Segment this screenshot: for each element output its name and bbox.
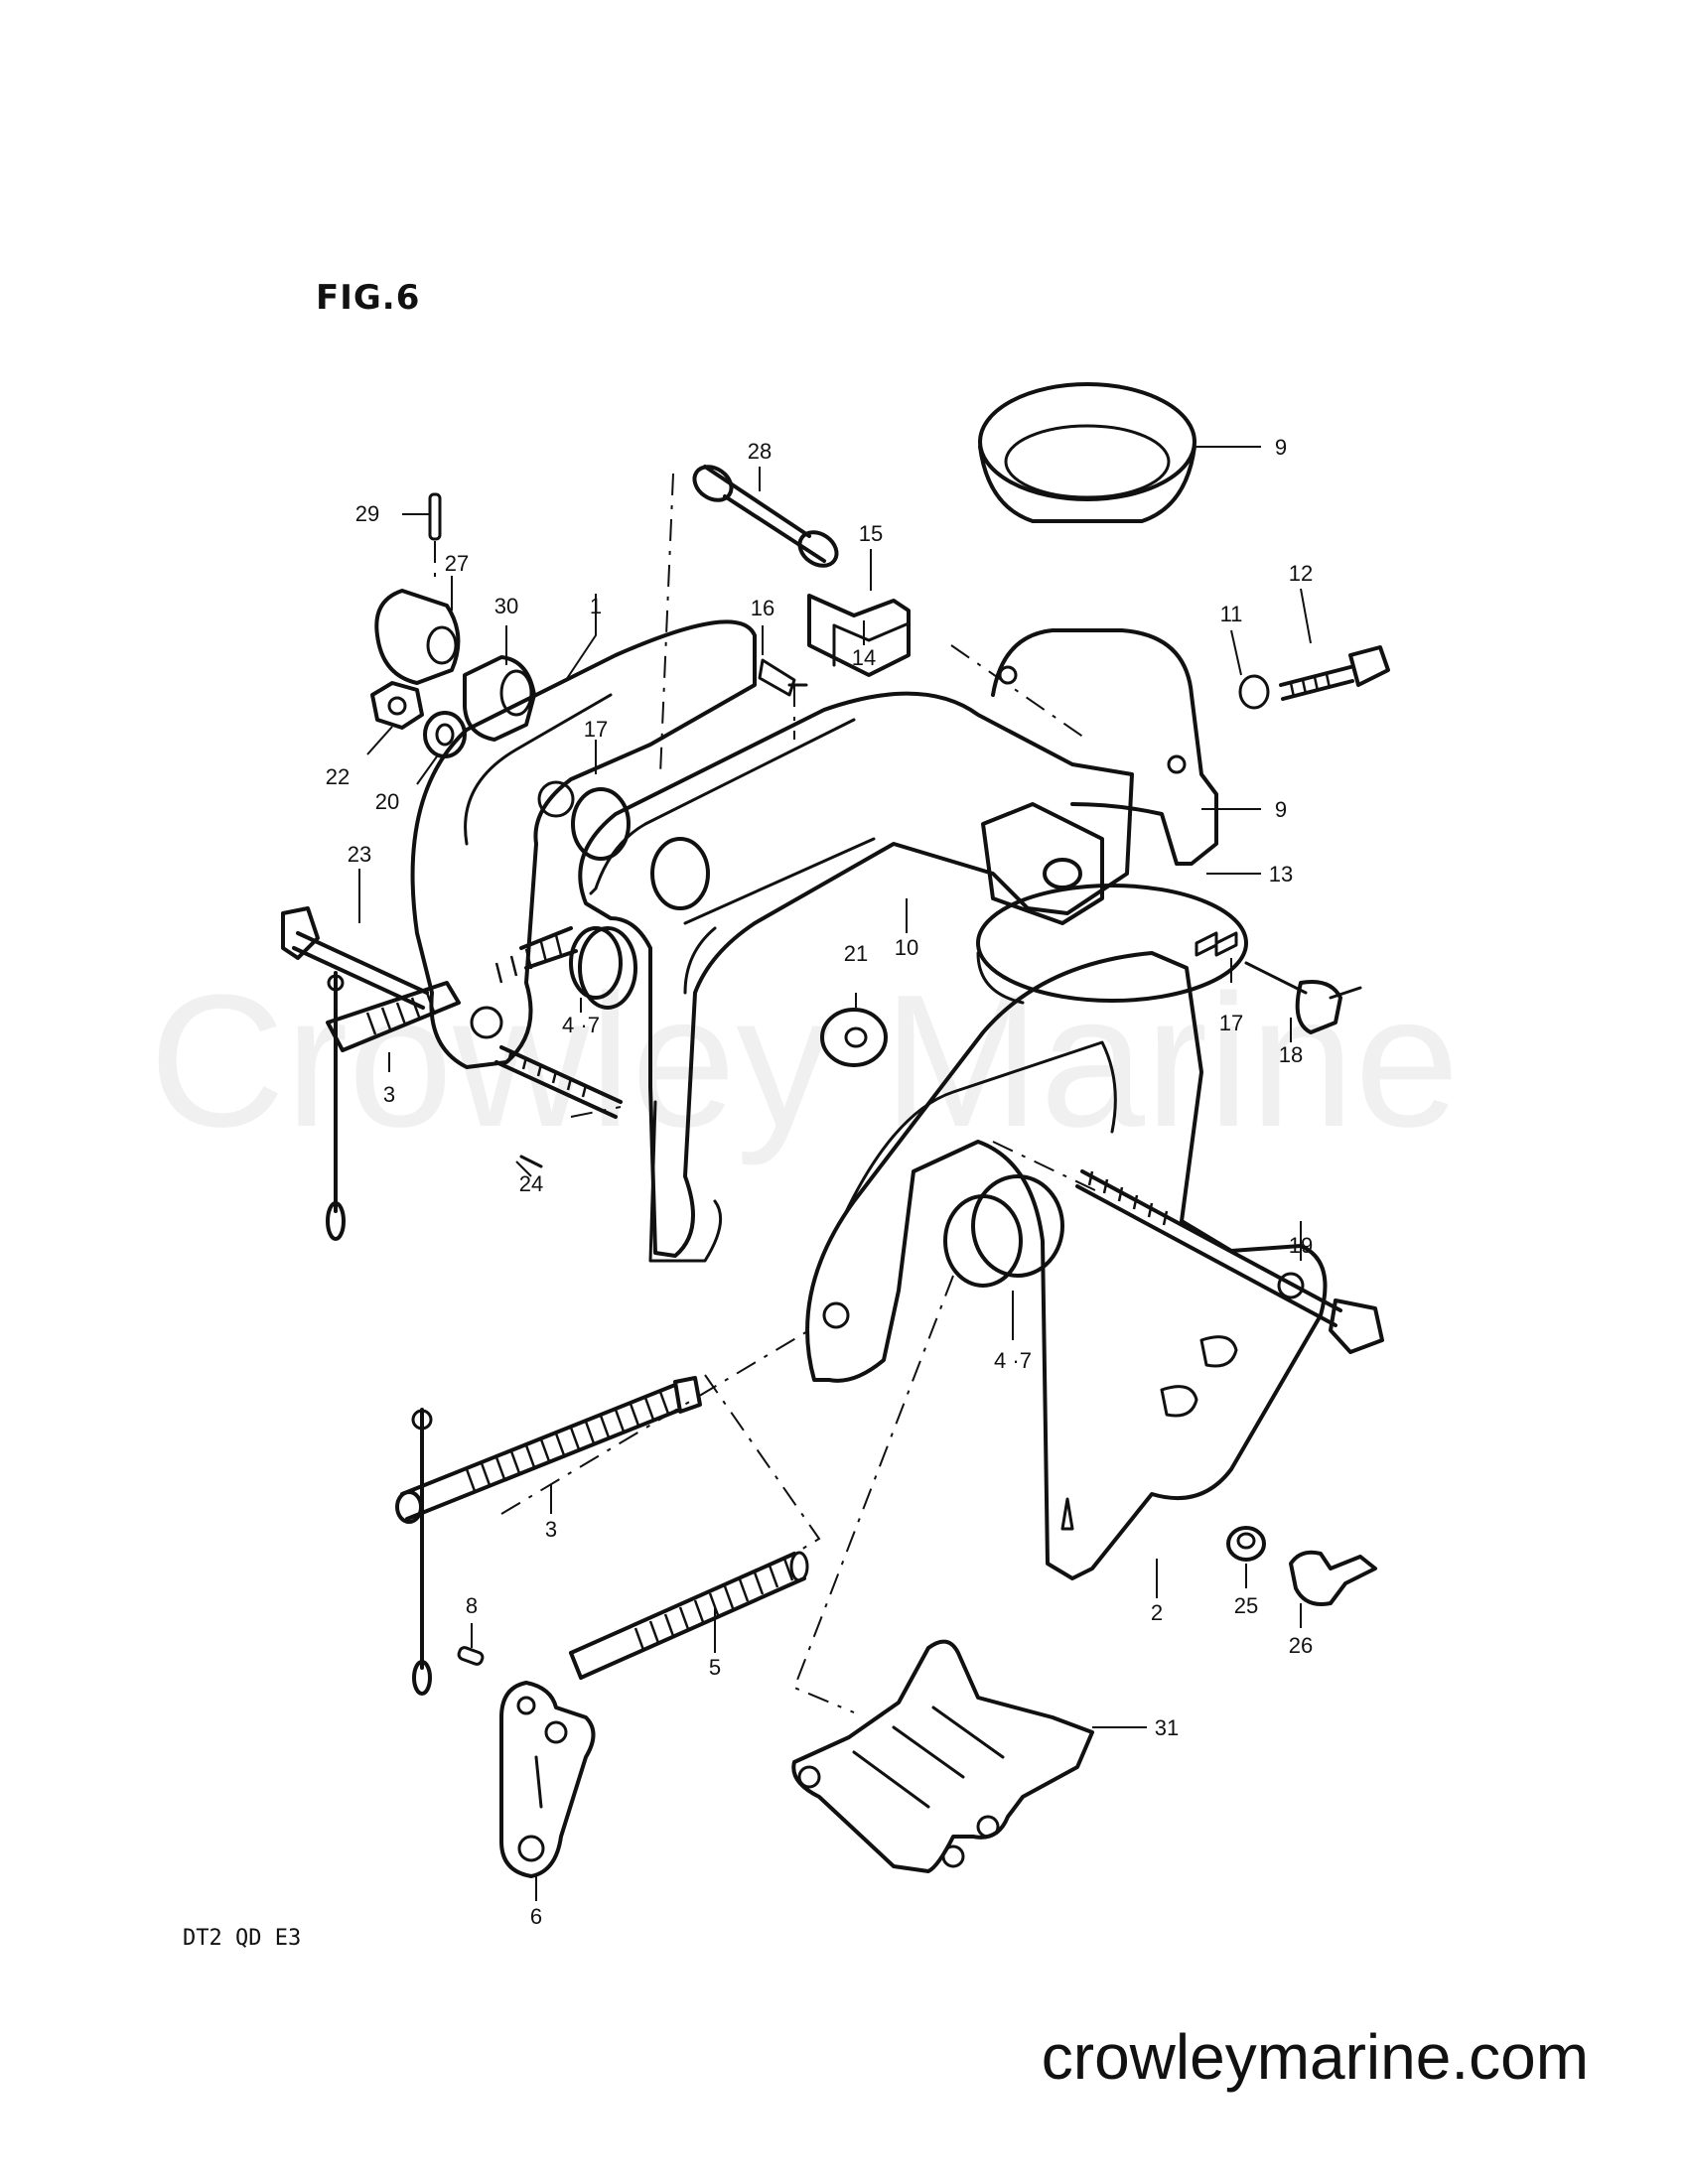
part-4-7-pad-lower [943,1194,1023,1288]
part-24-pin [519,1155,543,1168]
site-url[interactable]: crowleymarine.com [1041,2021,1589,2093]
part-22-nut [370,681,424,730]
part-16-nipple [758,658,808,697]
callout-11: 11 [1220,602,1243,626]
part-2-stern-bracket [805,951,1328,1580]
callout-1: 1 [590,594,602,618]
callout-19: 19 [1289,1233,1313,1258]
assembly-lines [434,473,1098,1713]
callout-3-lower: 3 [545,1517,557,1542]
callout-13: 13 [1269,862,1293,887]
callout-23: 23 [348,842,371,867]
part-12-bolt [1279,645,1390,701]
part-23-bolt [281,906,429,1010]
part-4-7-pad-upper [569,926,623,1000]
part-5-screw [569,1551,809,1680]
callout-17-upper: 17 [584,717,608,742]
callout-9-lower: 9 [1275,797,1287,822]
callout-15: 15 [859,521,883,546]
part-17-spring [1195,931,1238,957]
callout-4-7-upper: 4 ·7 [562,1013,600,1037]
part-21-washer [820,1008,888,1067]
part-15-clip [807,594,911,677]
callout-21: 21 [844,941,868,966]
callout-27: 27 [445,551,469,576]
callout-25: 25 [1234,1593,1258,1618]
part-6-lever [499,1681,596,1878]
callout-16: 16 [751,596,774,620]
callout-3-upper: 3 [383,1082,395,1107]
part-30-bushing [463,655,536,742]
part-10-housing [578,691,1134,1263]
part-threaded-rod [494,1045,623,1119]
callout-10: 10 [895,935,918,960]
callout-31: 31 [1155,1715,1179,1740]
model-code: DT2 QD E3 [183,1926,302,1951]
part-8-pin [457,1646,485,1666]
part-3-clamp-screw-lower [395,1376,702,1696]
watermark: Crowley Marine [149,956,1460,1166]
callout-17-lower: 17 [1219,1011,1243,1035]
callout-14: 14 [852,645,876,670]
callout-2: 2 [1151,1600,1163,1625]
part-3-clamp-screw-upper [326,926,578,1241]
part-25-nut [1226,1526,1266,1562]
leader-lines [358,446,1312,1901]
part-28-pin [692,465,839,568]
callout-8: 8 [466,1593,478,1618]
part-27-block [374,589,461,685]
callout-18: 18 [1279,1042,1303,1067]
callout-12: 12 [1289,561,1313,586]
callout-24: 24 [519,1171,543,1196]
callout-26: 26 [1289,1633,1313,1658]
part-29-pin [428,492,442,541]
part-26-wing-nut [1289,1550,1377,1606]
callout-22: 22 [326,764,350,789]
figure-title: FIG.6 [316,278,421,318]
callout-4-7-lower: 4 ·7 [994,1348,1032,1373]
part-20-washer [423,711,467,758]
part-18-wing-screw [1244,961,1362,1034]
callout-30: 30 [494,594,518,618]
callout-28: 28 [748,439,772,464]
part-9-clamp [981,628,1218,925]
callout-29: 29 [355,501,379,526]
part-9-ring [978,382,1196,523]
callout-9-upper: 9 [1275,435,1287,460]
part-1-swivel-bracket [410,619,757,1069]
part-13-clamp-ring [976,884,1248,1005]
callout-6: 6 [530,1904,542,1929]
part-11-washer [1238,674,1270,710]
callout-5: 5 [709,1655,721,1680]
callout-labels: 28 9 29 15 27 30 1 16 11 12 14 17 22 20 … [326,435,1313,1929]
part-31-bracket [791,1639,1094,1873]
part-19-bolt [1075,1169,1384,1354]
callout-20: 20 [375,789,399,814]
